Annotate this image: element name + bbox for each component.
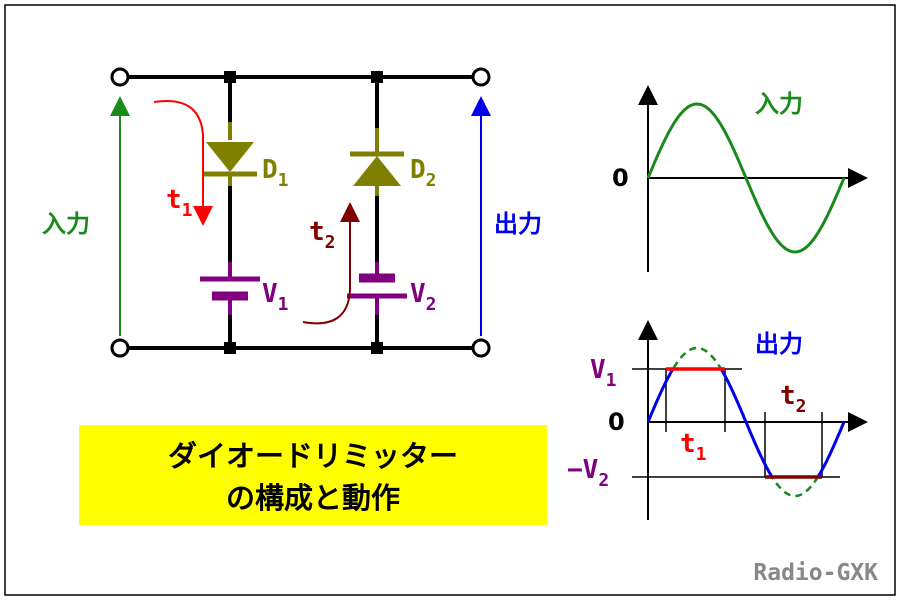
input-terminal-bottom (110, 338, 130, 358)
t1-label: t1 (166, 185, 193, 221)
title-line-1: ダイオードリミッター (168, 439, 458, 473)
output-neg-v2-label: −V2 (567, 455, 609, 491)
output-waveform-graph: 出力 V1 0 −V2 t1 t2 (567, 320, 868, 520)
title-box: ダイオードリミッター の構成と動作 (79, 425, 547, 525)
output-terminal-top (471, 67, 491, 87)
output-t1-label: t1 (680, 429, 707, 465)
diode-d1 (203, 122, 257, 186)
output-clipped-wave (646, 368, 846, 477)
output-v1-label: V1 (590, 355, 617, 391)
output-label: 出力 (494, 210, 542, 238)
battery-v1 (200, 262, 260, 315)
output-terminal-bottom (471, 338, 491, 358)
input-terminal-top (110, 67, 130, 87)
d1-label: D1 (262, 155, 289, 191)
outer-frame (4, 4, 896, 596)
output-zero-label: 0 (608, 408, 625, 436)
output-t2-label: t2 (780, 381, 807, 417)
input-graph-title: 入力 (755, 90, 803, 118)
t2-current-arrow (302, 202, 360, 325)
title-line-2: の構成と動作 (226, 481, 400, 515)
input-zero-label: 0 (612, 164, 629, 192)
credit-text: Radio-GXK (753, 560, 878, 586)
circuit: 入力 出力 D1 D2 V1 V2 t1 t2 (42, 67, 542, 358)
t1-current-arrow (153, 100, 213, 226)
t2-label: t2 (309, 217, 336, 253)
input-label: 入力 (42, 210, 90, 238)
v2-label: V2 (410, 279, 437, 315)
input-sine-wave (646, 102, 846, 254)
diode-d2 (350, 128, 404, 196)
v1-label: V1 (262, 279, 289, 315)
input-waveform-graph: 0 入力 (612, 85, 868, 272)
battery-v2 (347, 262, 407, 315)
output-graph-title: 出力 (755, 330, 803, 358)
d2-label: D2 (410, 155, 437, 191)
